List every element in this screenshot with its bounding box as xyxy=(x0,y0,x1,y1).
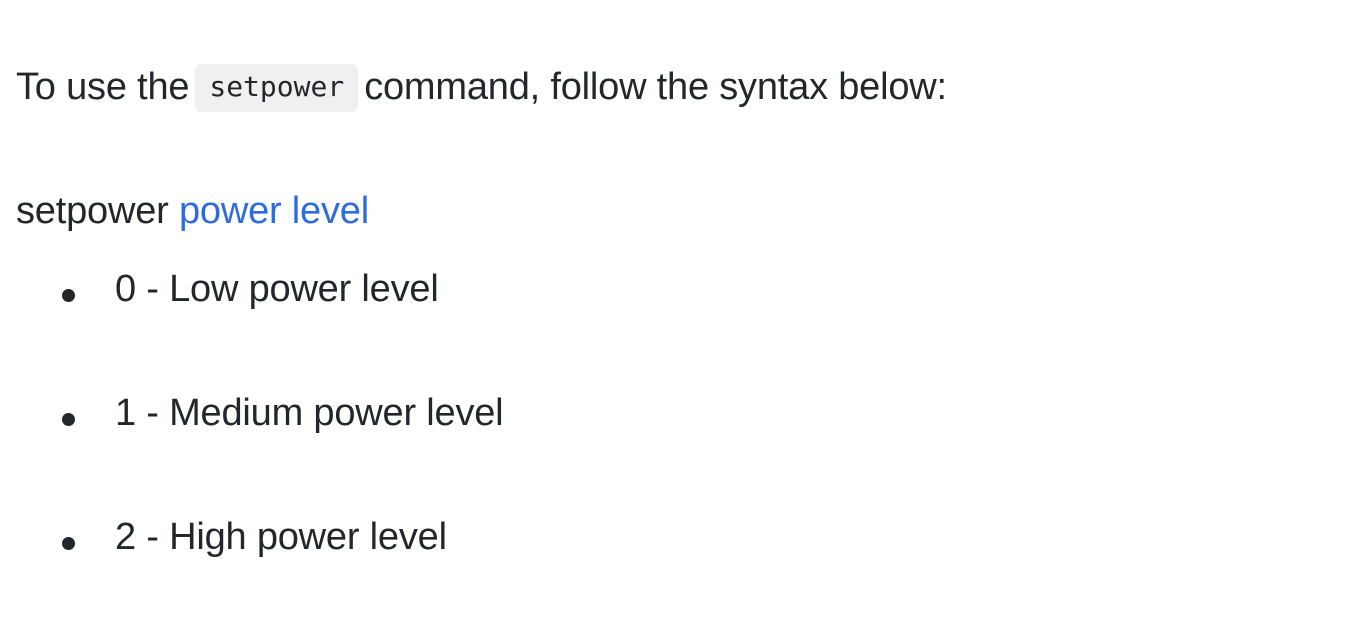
bullet-icon xyxy=(62,413,75,426)
list-item: 2 - High power level xyxy=(0,510,503,634)
syntax-line: setpower power level xyxy=(16,184,369,238)
list-item-label: 1 - Medium power level xyxy=(115,392,504,434)
list-item-label: 2 - High power level xyxy=(115,516,447,558)
inline-code-setpower: setpower xyxy=(195,64,359,112)
list-item: 1 - Medium power level xyxy=(0,386,504,510)
intro-text-after: command, follow the syntax below: xyxy=(364,66,947,108)
syntax-command: setpower xyxy=(16,190,169,232)
list-item: 0 - Low power level xyxy=(0,262,503,386)
intro-text-before: To use the xyxy=(16,66,190,108)
bullet-icon xyxy=(62,537,75,550)
syntax-argument[interactable]: power level xyxy=(178,190,369,232)
list-item-label: 0 - Low power level xyxy=(115,268,439,310)
power-level-list: 0 - Low power level 1 - Medium power lev… xyxy=(0,262,504,634)
bullet-icon xyxy=(62,289,75,302)
